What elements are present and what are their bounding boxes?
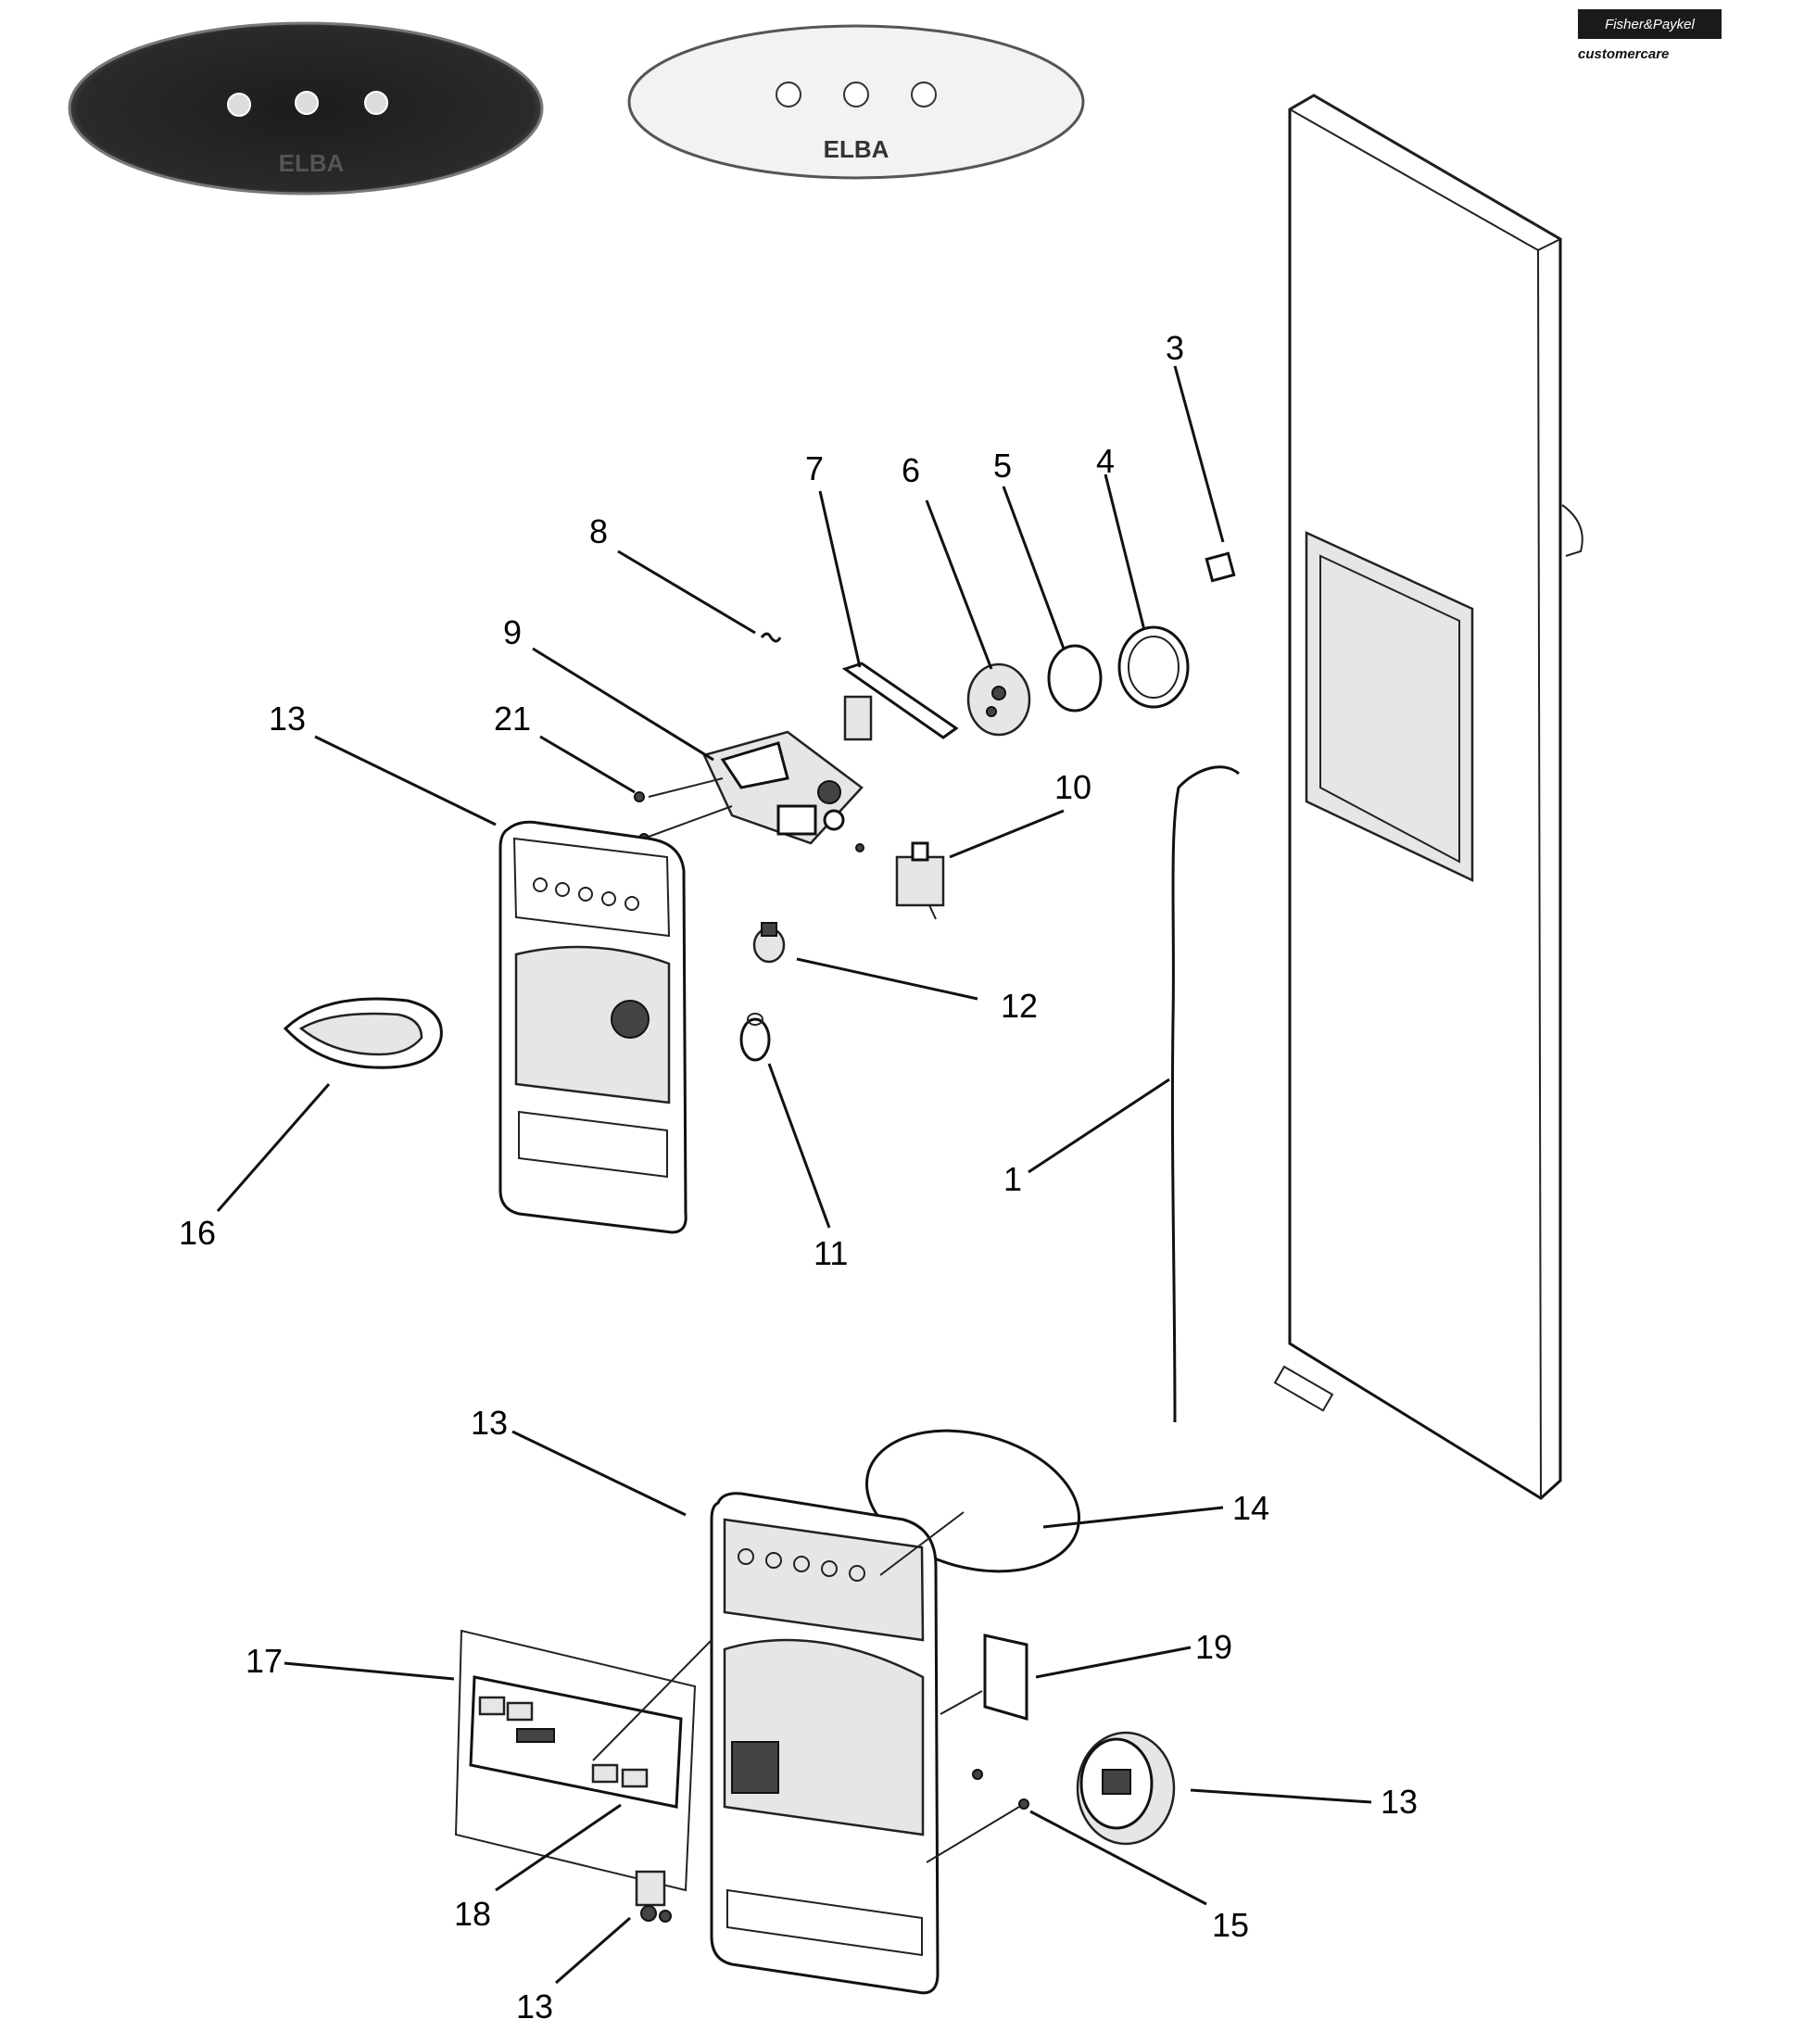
callout-13-switch: 13 [516,1987,553,2025]
part-17-pcb [454,1629,697,1892]
callout-19: 19 [1195,1628,1232,1666]
callout-9: 9 [503,613,522,651]
part-9-bracket [702,730,864,845]
callout-5: 5 [993,447,1012,485]
callout-6: 6 [902,451,920,489]
panel-button-icon [364,91,388,115]
callout-4: 4 [1096,442,1115,480]
callout-14: 14 [1232,1489,1269,1527]
callout-13-lower: 13 [471,1404,508,1442]
part-21-screw [634,791,645,802]
panel-button-icon [295,91,319,115]
part-15-screw [1018,1798,1029,1810]
part-15-screw [972,1769,983,1780]
callout-17: 17 [246,1642,283,1680]
part-16-drip-tray [283,997,443,1069]
part-7-actuator [841,662,959,741]
part-13-upper-fascia [498,820,688,1234]
panel-button-icon [911,82,937,107]
light-control-panel: ELBA [627,24,1085,180]
callout-12: 12 [1001,987,1038,1025]
customer-care-logo: customercare [1578,46,1670,62]
callout-3: 3 [1166,329,1184,367]
leader-lines [216,365,1372,1985]
part-13-motor [1076,1731,1176,1846]
part-10-solenoid [895,841,945,920]
part-4-ring [1117,625,1190,709]
callout-1: 1 [1003,1160,1022,1198]
callout-21: 21 [494,700,531,738]
callout-7: 7 [805,449,824,487]
callout-13-upper: 13 [269,700,306,738]
callout-11: 11 [814,1234,848,1272]
part-13-switch [635,1870,672,1923]
part-12-nozzle [752,922,786,964]
callout-8: 8 [589,512,608,550]
part-19-gasket [983,1634,1028,1721]
bracket-screw [855,843,864,852]
callout-16: 16 [179,1214,216,1252]
panel-button-icon [776,82,801,107]
part-11-plug [739,1013,771,1062]
part-6-disc [966,662,1031,737]
light-panel-logo: ELBA [824,135,889,163]
part-13-lower-fascia [710,1492,940,1995]
part-3-square [1205,551,1236,583]
part-8-spring [760,632,782,643]
panel-button-icon [227,93,251,117]
part-1-tube [1170,765,1240,1423]
dark-panel-logo: ELBA [279,149,345,177]
callout-18: 18 [454,1895,491,1933]
fisher-paykel-logo: Fisher&Paykel [1578,9,1722,39]
callout-10: 10 [1054,768,1091,806]
dark-control-panel: ELBA [68,21,544,196]
panel-button-icon [843,82,869,107]
part-5-lens [1047,644,1103,713]
refrigerator-door [1273,94,1583,1500]
callout-15: 15 [1212,1906,1249,1944]
callout-13-motor: 13 [1381,1783,1418,1821]
